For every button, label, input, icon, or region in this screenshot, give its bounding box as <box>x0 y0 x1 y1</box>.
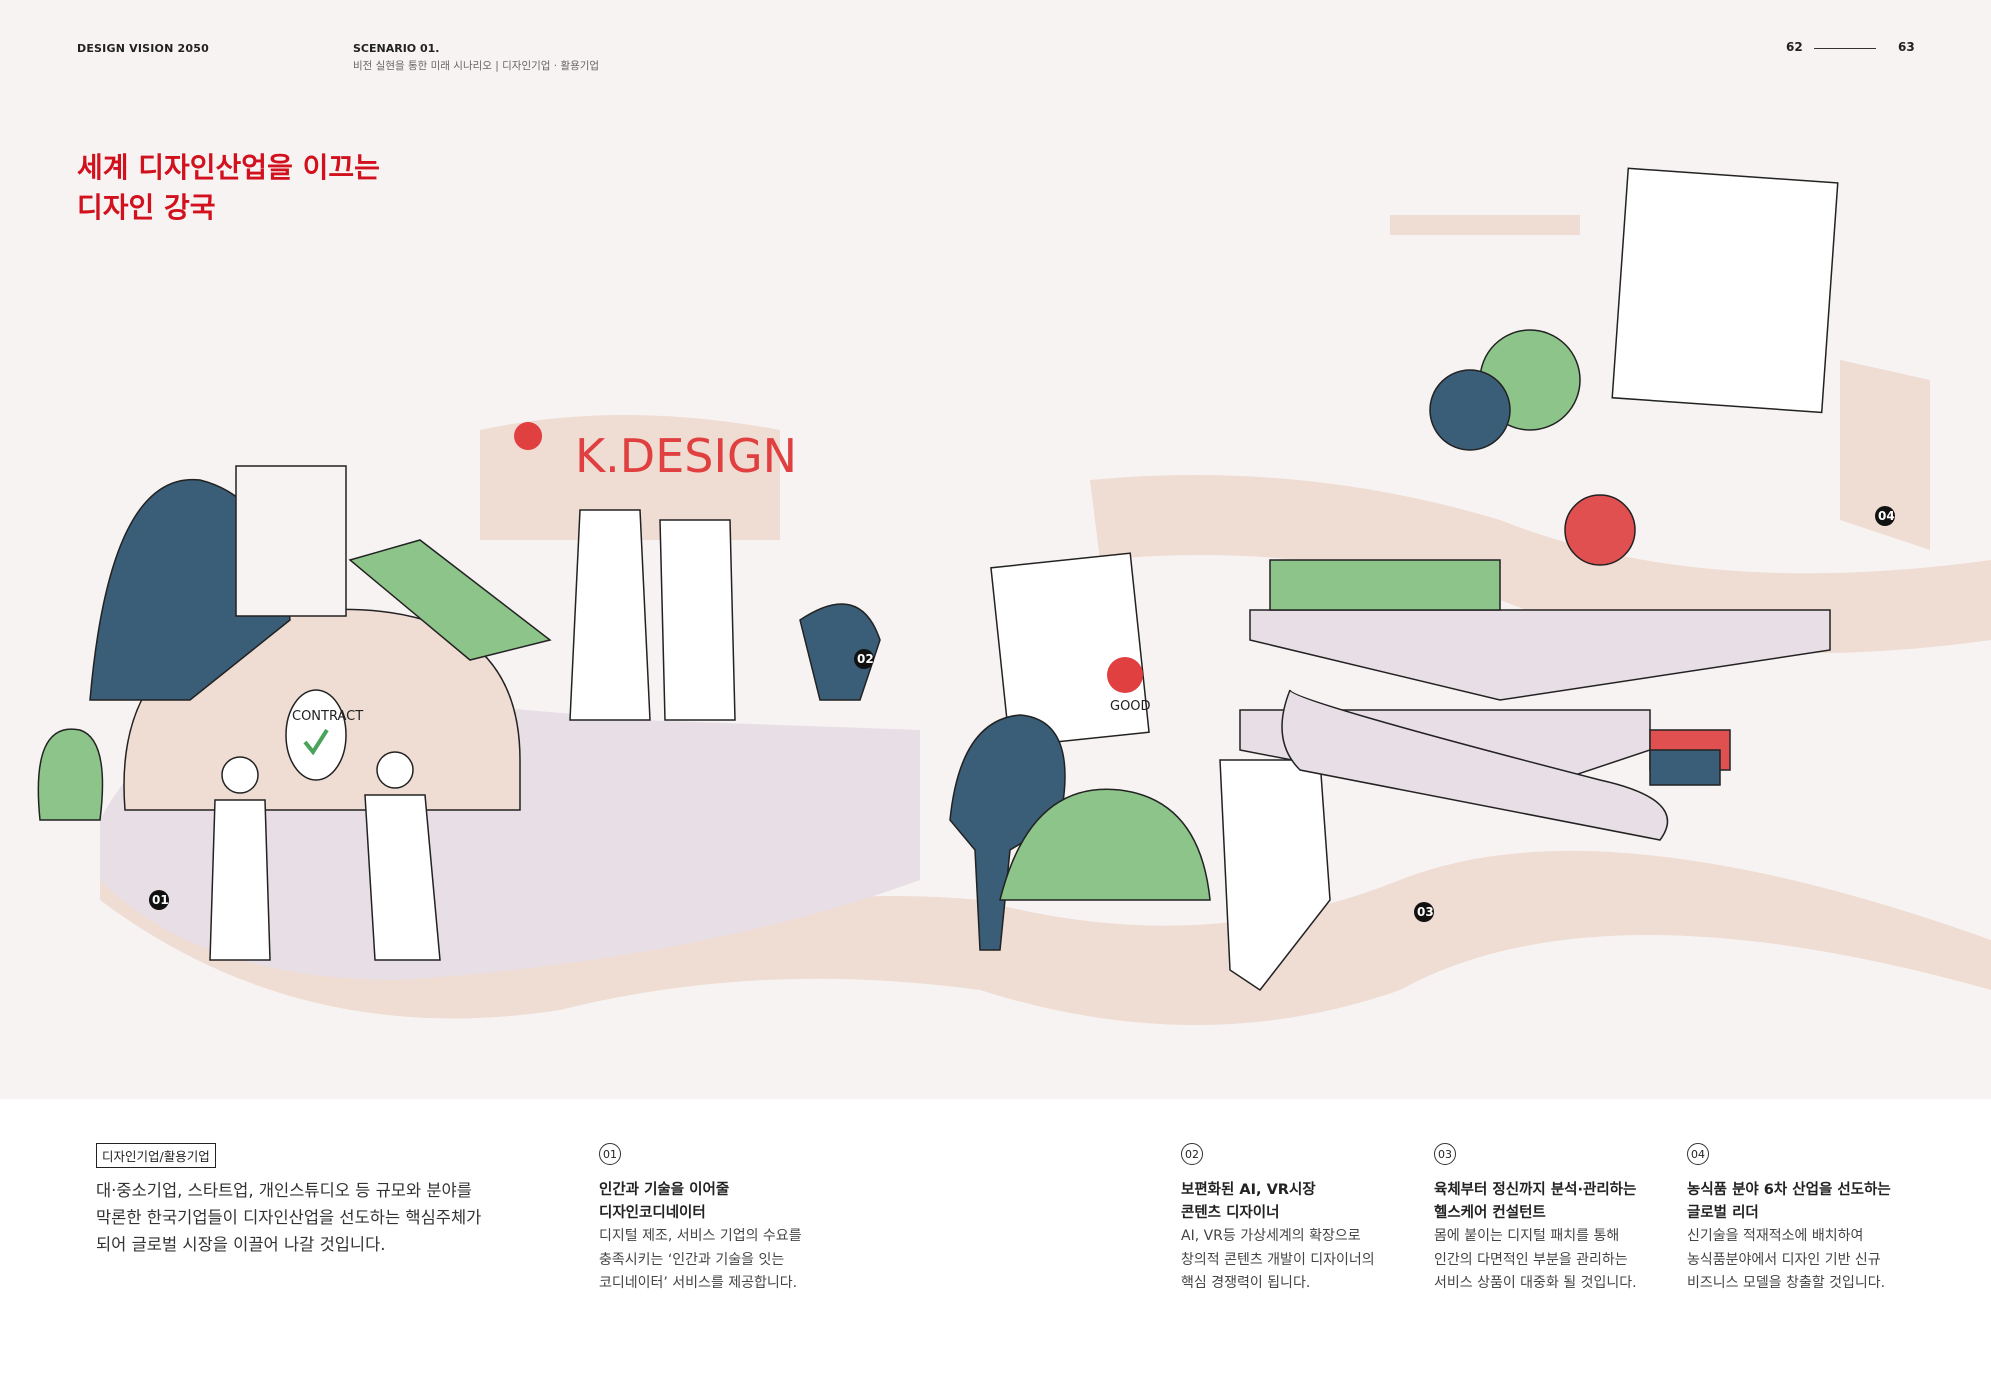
feature-body-line: 코디네이터’ 서비스를 제공합니다. <box>599 1275 798 1291</box>
marker-04-label: 04 <box>1878 509 1895 523</box>
feature-body-line: 인간의 다면적인 부분을 관리하는 <box>1434 1251 1628 1268</box>
path-band <box>1090 475 1991 654</box>
feature-title-line: 보편화된 AI, VR시장 <box>1181 1182 1316 1198</box>
feature-body-line: 충족시키는 ‘인간과 기술을 잇는 <box>599 1251 785 1268</box>
feature-body-line: 비즈니스 모델을 창출할 것입니다. <box>1687 1275 1886 1291</box>
good-text: GOOD <box>1110 699 1151 714</box>
marker-03 <box>1414 902 1434 922</box>
feature-body-line: 농식품분야에서 디자인 기반 신규 <box>1687 1251 1881 1268</box>
person-arms-crossed <box>659 519 736 721</box>
feature-body-line: 몸에 붙이는 디지털 패치를 통해 <box>1434 1228 1620 1244</box>
page-number-left: 62 <box>1786 40 1803 54</box>
feature-title-line: 인간과 기술을 이어줄 <box>599 1182 730 1198</box>
title-line-2: 디자인 강국 <box>77 191 216 224</box>
feature-body-line: 신기술을 적재적소에 배치하여 <box>1687 1228 1864 1244</box>
farm-shelf-top <box>1249 609 1831 701</box>
brand-label: DESIGN VISION 2050 <box>77 42 209 55</box>
ground-path <box>100 850 1991 1025</box>
intro-line: 막론한 한국기업들이 디자인산업을 선도하는 핵심주체가 <box>96 1208 482 1227</box>
robot-head <box>376 751 414 789</box>
bush <box>37 728 104 821</box>
location-pin-icon <box>514 422 543 482</box>
page-divider <box>1814 48 1876 49</box>
page-number-right: 63 <box>1898 40 1915 54</box>
marker-02 <box>854 649 874 669</box>
feature-body-line: 서비스 상품이 대중화 될 것입니다. <box>1434 1275 1637 1291</box>
k-design-sign: K.DESIGN <box>575 429 797 483</box>
contract-bubble <box>285 689 347 781</box>
vegetables <box>1269 559 1501 611</box>
category-tag: 디자인기업/활용기업 <box>96 1143 216 1168</box>
person-thumbs-up <box>569 509 651 721</box>
marker-01 <box>149 890 169 910</box>
page-title: 세계 디자인산업을 이끄는 디자인 강국 <box>77 148 380 228</box>
title-line-1: 세계 디자인산업을 이끄는 <box>77 151 380 184</box>
sign-wall <box>480 415 780 540</box>
vr-screen <box>990 552 1150 748</box>
feature-body-line: 핵심 경쟁력이 됩니다. <box>1181 1275 1311 1291</box>
marker-02-label: 02 <box>857 652 874 666</box>
feature-body-line: 디지털 제조, 서비스 기업의 수요를 <box>599 1228 802 1244</box>
dk-banner <box>348 539 552 661</box>
feature-body-line: 창의적 콘텐츠 개발이 디자이너의 <box>1181 1251 1375 1268</box>
hanging-planter <box>1390 215 1580 235</box>
marker-01-label: 01 <box>152 893 169 907</box>
intro-text: 대·중소기업, 스타트업, 개인스튜디오 등 규모와 분야를 막론한 한국기업들… <box>96 1177 516 1258</box>
scenario-label: SCENARIO 01. <box>353 42 440 55</box>
intro-line: 대·중소기업, 스타트업, 개인스튜디오 등 규모와 분야를 <box>96 1181 472 1200</box>
consultant-screen <box>1611 167 1839 414</box>
office-building <box>235 465 347 617</box>
navy-box <box>1649 749 1721 786</box>
tomato <box>1564 494 1636 566</box>
green-bush <box>999 788 1211 901</box>
feature-title-line: 콘텐츠 디자이너 <box>1181 1205 1280 1221</box>
marker-04 <box>1875 506 1895 526</box>
cabbage <box>1429 369 1511 451</box>
person-head <box>221 756 259 794</box>
feature-title-line: 농식품 분야 6차 산업을 선도하는 <box>1687 1182 1891 1198</box>
intro-line: 되어 글로벌 시장을 이끌어 나갈 것입니다. <box>96 1235 386 1254</box>
robot <box>364 794 441 961</box>
capsule-pod <box>1281 689 1669 841</box>
scenario-subtitle: 비전 실현을 통한 미래 시나리오 | 디자인기업 · 활용기업 <box>353 60 600 72</box>
check-icon <box>303 728 329 756</box>
root-panel <box>1840 360 1930 550</box>
marker-03-label: 03 <box>1417 905 1434 919</box>
feature-title-line: 육체부터 정신까지 분석·관리하는 <box>1434 1182 1637 1198</box>
smiley-icon <box>1107 657 1143 693</box>
feature-title-line: 헬스케어 컨설턴트 <box>1434 1205 1546 1221</box>
number-badge: 02 <box>1181 1143 1203 1165</box>
number-badge: 03 <box>1434 1143 1456 1165</box>
feature-title-line: 글로벌 리더 <box>1687 1205 1759 1221</box>
feature-body-line: AI, VR등 가상세계의 확장으로 <box>1181 1228 1361 1244</box>
number-badge: 04 <box>1687 1143 1709 1165</box>
number-badge: 01 <box>599 1143 621 1165</box>
city-illustration: K.DESIGN CONTRACT GOOD 01 02 03 04 <box>37 167 1991 1025</box>
feature-title-line: 디자인코디네이터 <box>599 1205 706 1221</box>
contract-text: CONTRACT <box>292 709 363 724</box>
person-coordinator <box>209 799 271 961</box>
